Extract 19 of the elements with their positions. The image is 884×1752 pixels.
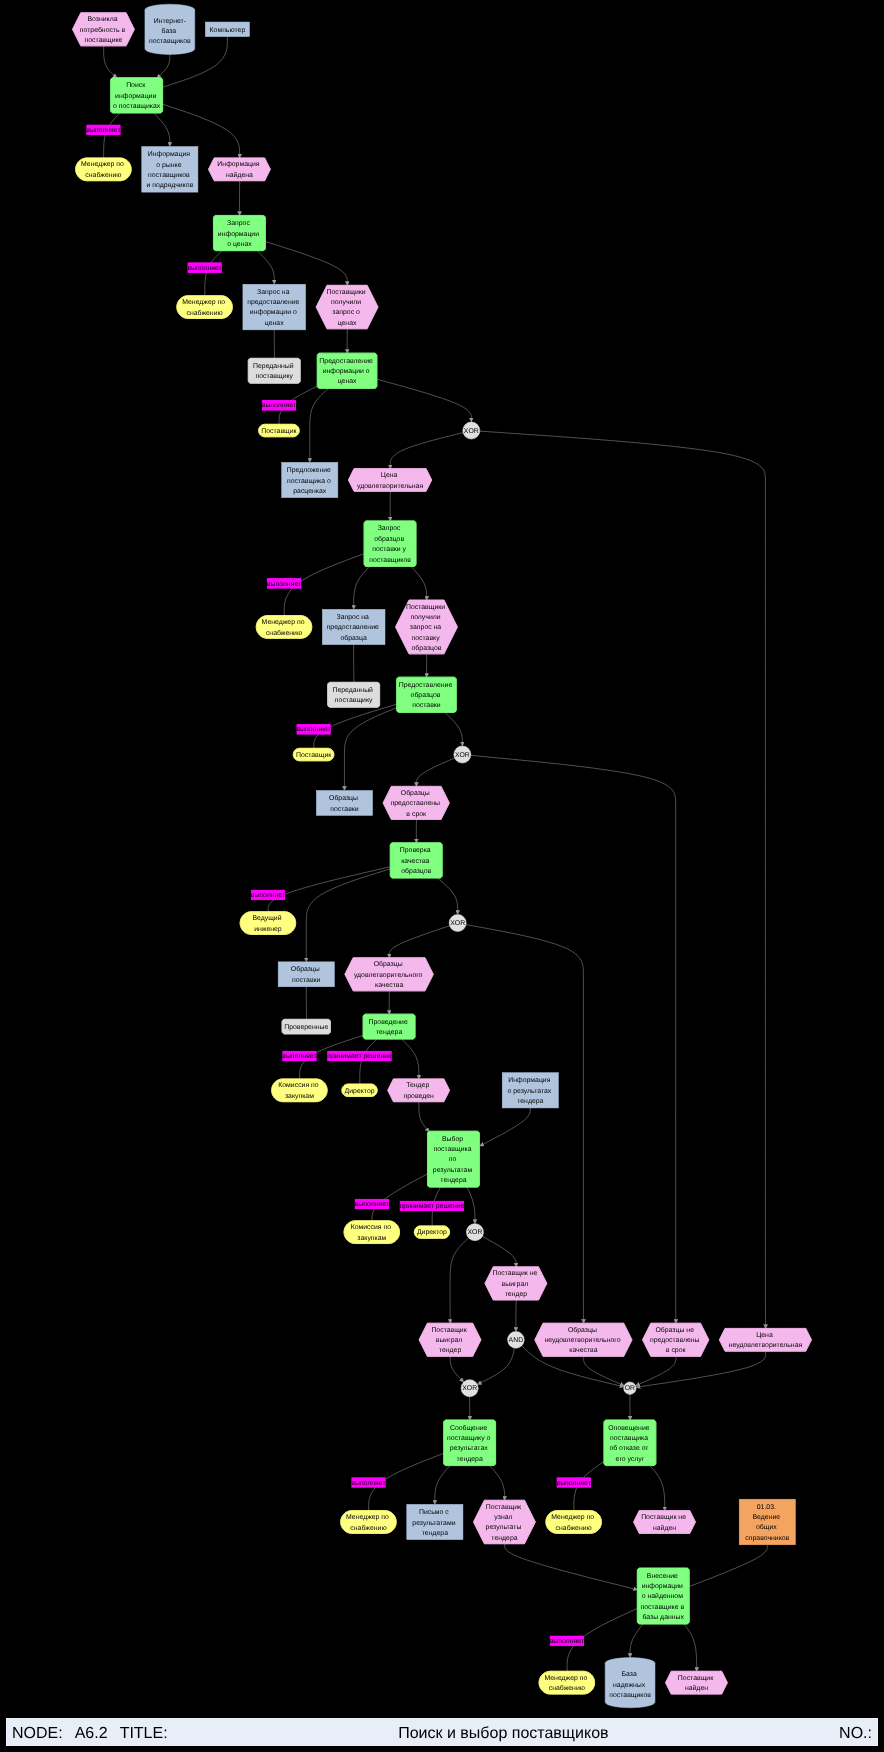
connector xyxy=(306,986,307,1020)
connector xyxy=(162,36,228,88)
connector xyxy=(274,329,275,359)
connector xyxy=(283,553,365,617)
field-label: NODE: xyxy=(10,1723,65,1741)
connector xyxy=(278,385,318,425)
connector xyxy=(368,1452,445,1512)
field-label: TITLE: xyxy=(117,1723,170,1741)
connector xyxy=(267,866,391,913)
connector xyxy=(371,1173,429,1222)
connector xyxy=(353,644,355,683)
connector xyxy=(313,703,398,749)
diagram-title: Поиск и выбор поставщиков xyxy=(396,1723,611,1741)
connector xyxy=(573,1461,605,1512)
field-label: NO.: xyxy=(837,1723,874,1741)
connector xyxy=(299,1035,364,1080)
node-number: A6.2 xyxy=(72,1723,110,1741)
connector xyxy=(689,1544,768,1587)
connector xyxy=(566,1608,638,1672)
